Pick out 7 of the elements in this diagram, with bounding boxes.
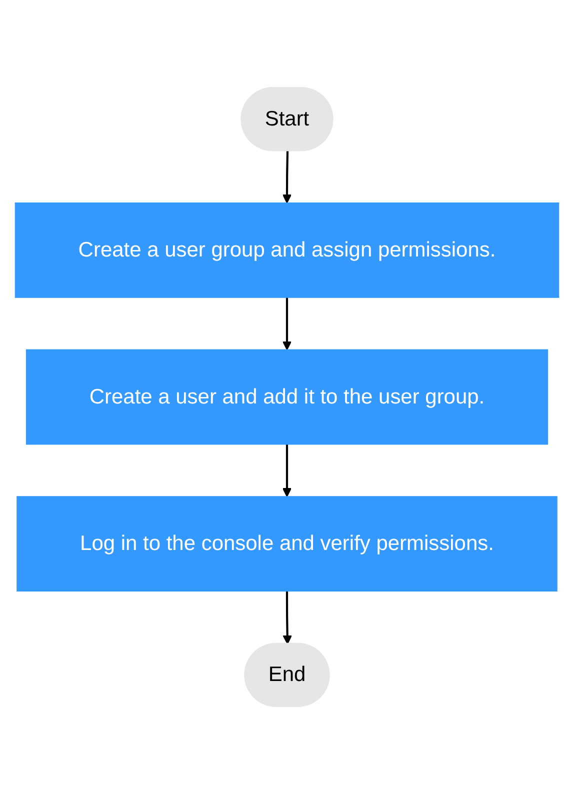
arrow xyxy=(282,591,292,644)
arrow xyxy=(282,297,292,350)
arrow xyxy=(282,444,292,498)
node-box: Log in to the console and verify permissions. xyxy=(16,496,558,592)
arrow xyxy=(282,151,292,204)
node-box: Create a user and add it to the user group. xyxy=(26,349,548,445)
node-box: Create a user group and assign permissions. xyxy=(14,202,560,298)
